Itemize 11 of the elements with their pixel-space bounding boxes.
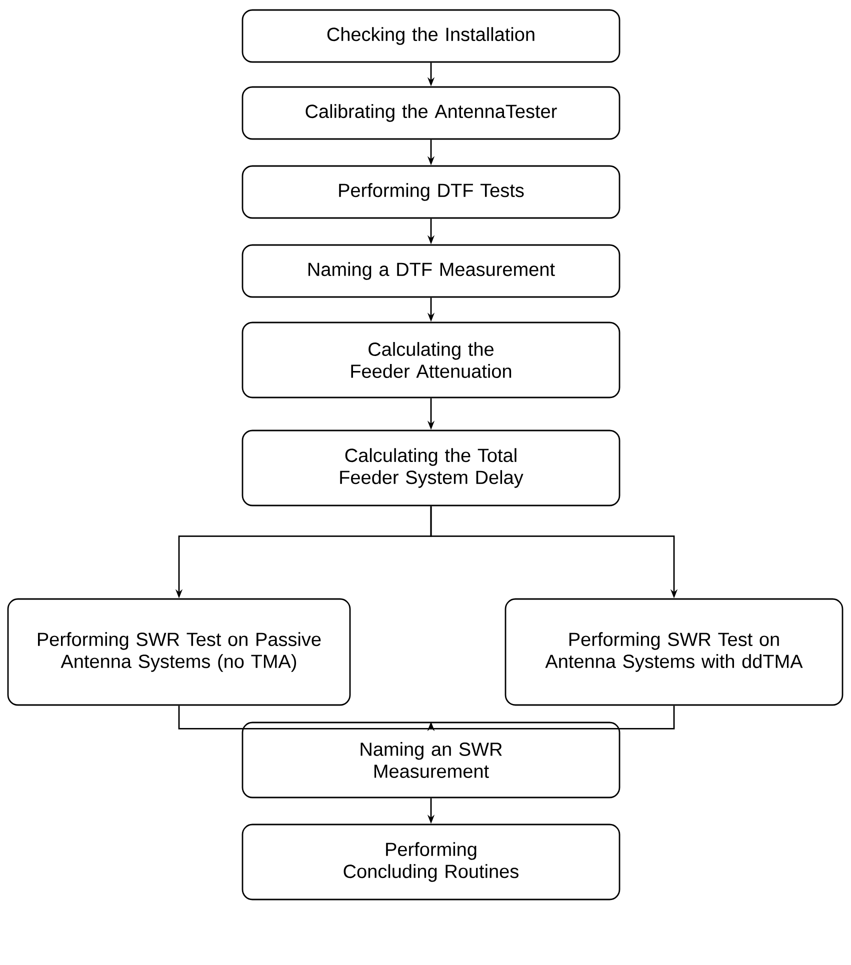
arrow [427,706,675,731]
process-box: Performing DTF Tests [242,165,620,219]
process-box: Performing SWR Test on Passive Antenna Systems (no TMA) [7,598,351,706]
process-box: Naming a DTF Measurement [242,244,620,298]
process-box: Calculating the Feeder Attenuation [242,322,620,398]
process-box: Naming an SWR Measurement [242,722,620,798]
process-box: Calculating the Total Feeder System Delay [242,430,620,506]
process-box: Performing Concluding Routines [242,824,620,900]
process-box: Calibrating the AntennaTester [242,86,620,140]
process-box: Performing SWR Test on Antenna Systems with ddTMA [504,598,844,706]
process-box: Checking the Installation [242,9,620,63]
